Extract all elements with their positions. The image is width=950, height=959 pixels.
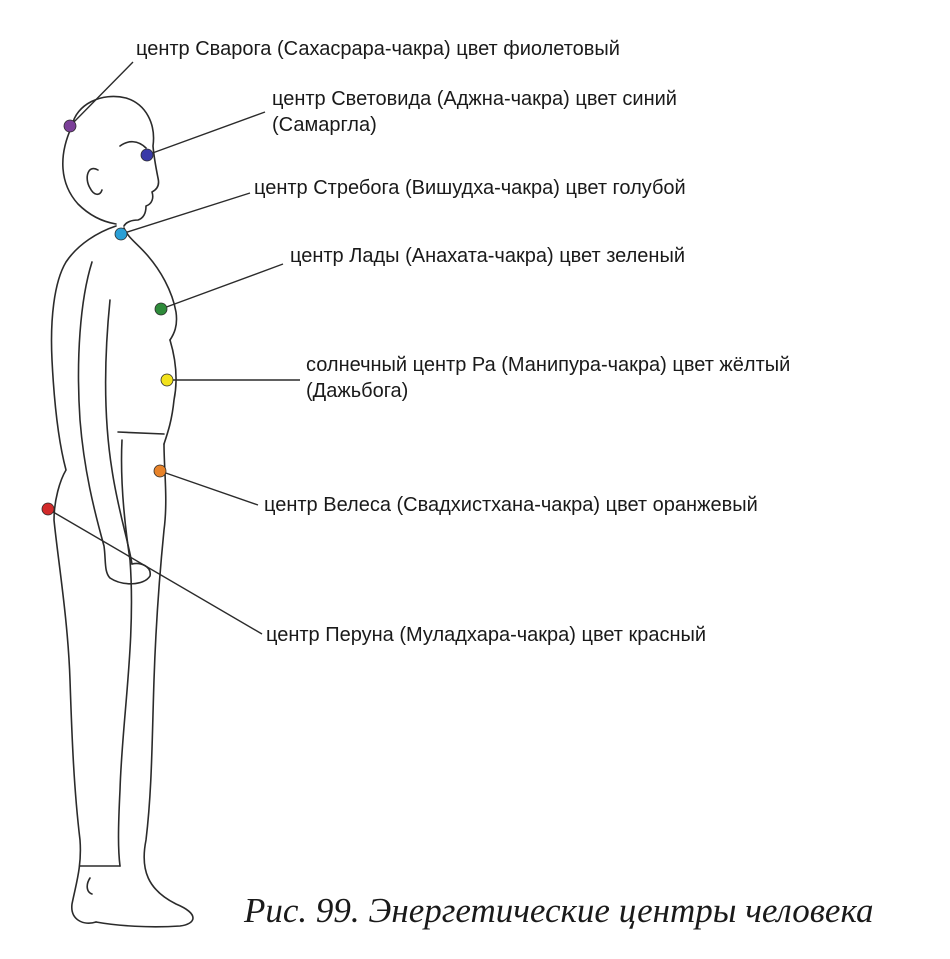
arm-inner-outline	[104, 299, 133, 565]
chakra-dots	[41, 119, 174, 516]
label-heart-chakra: центр Лады (Анахата-чакра) цвет зеленый	[290, 243, 685, 269]
back-outline	[50, 225, 117, 924]
label-throat-chakra: центр Стребога (Вишудха-чакра) цвет голу…	[254, 175, 686, 201]
label-solar-line1: солнечный центр Ра (Манипура-чакра) цвет…	[306, 354, 791, 376]
crown-chakra-dot	[63, 119, 77, 133]
throat-chakra-dot	[114, 227, 128, 241]
label-sacral-chakra: центр Велеса (Свадхистхана-чакра) цвет о…	[264, 492, 758, 518]
leader-line-root	[47, 508, 263, 635]
head-outline	[71, 95, 160, 227]
leader-line-heart	[160, 263, 284, 310]
inner-leg-outline	[117, 439, 133, 867]
solar-chakra-dot	[160, 373, 174, 387]
brow-line	[119, 140, 147, 149]
abdomen-front	[163, 339, 177, 445]
label-sacral-line1: центр Велеса (Свадхистхана-чакра) цвет о…	[264, 494, 758, 516]
label-brow-line1: центр Световида (Аджна-чакра) цвет синий	[272, 88, 677, 110]
waistline	[117, 431, 165, 435]
label-heart-line1: центр Лады (Анахата-чакра) цвет зеленый	[290, 245, 686, 267]
leader-line-crown	[69, 61, 134, 127]
label-crown-line1: центр Сварога (Сахасрара-чакра) цвет фио…	[136, 38, 620, 60]
leader-line-throat	[120, 192, 251, 235]
ear-outline	[86, 167, 103, 196]
label-solar-chakra: солнечный центр Ра (Манипура-чакра) цвет…	[306, 352, 790, 404]
front-leg-outline	[95, 443, 194, 928]
body-outline	[50, 95, 194, 928]
root-chakra-dot	[41, 502, 55, 516]
label-brow-line2: (Самаргла)	[272, 114, 377, 136]
heart-chakra-dot	[154, 302, 168, 316]
sacral-chakra-dot	[153, 464, 167, 478]
leader-line-sacral	[159, 470, 259, 506]
label-root-line1: центр Перуна (Муладхара-чакра) цвет крас…	[266, 624, 707, 646]
label-crown-chakra: центр Сварога (Сахасрара-чакра) цвет фио…	[136, 36, 620, 62]
foot-detail	[86, 877, 93, 895]
figure-caption: Рис. 99. Энергетические центры человека	[244, 891, 874, 930]
leader-lines	[47, 61, 300, 635]
head-back-outline	[62, 125, 117, 225]
neck-front	[123, 227, 178, 341]
arm-outline	[77, 261, 151, 585]
label-root-chakra: центр Перуна (Муладхара-чакра) цвет крас…	[266, 622, 706, 648]
leader-line-brow	[146, 111, 266, 156]
label-brow-chakra: центр Световида (Аджна-чакра) цвет синий…	[272, 86, 677, 138]
label-solar-line2: (Дажьбога)	[306, 380, 409, 402]
label-throat-line1: центр Стребога (Вишудха-чакра) цвет голу…	[254, 177, 686, 199]
brow-chakra-dot	[140, 148, 154, 162]
